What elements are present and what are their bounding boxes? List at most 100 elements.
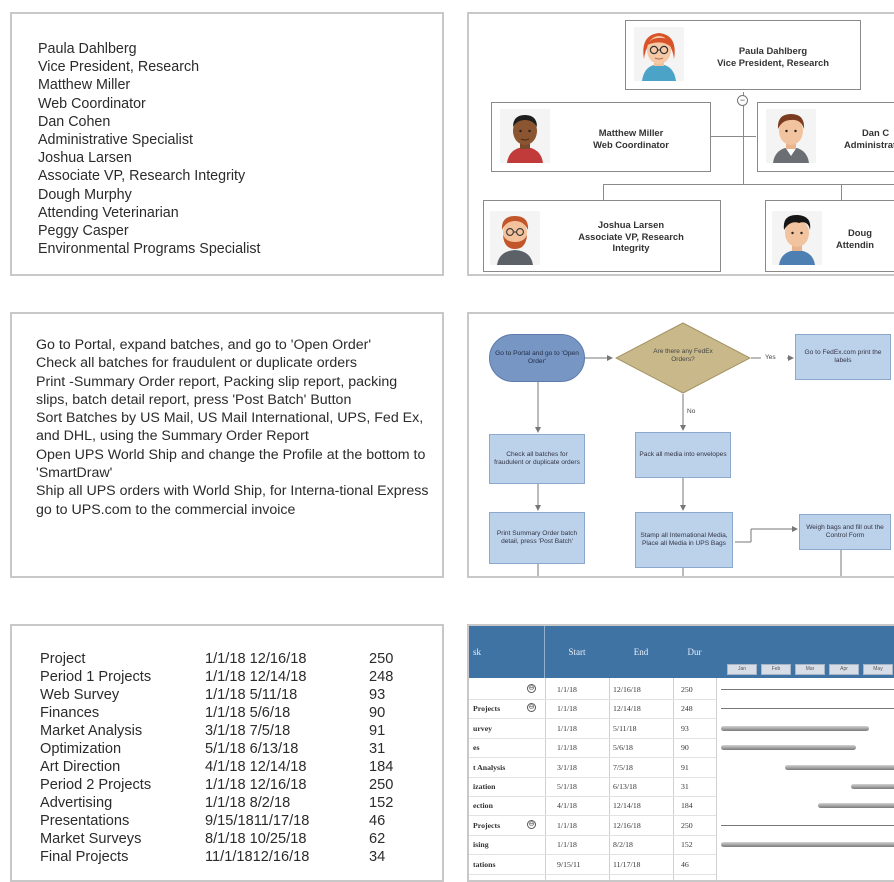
- project-duration-cell: 93: [369, 687, 386, 703]
- gantt-task-name: urvey: [473, 723, 493, 733]
- project-dates-cell: 9/15/1811/17/18: [205, 813, 310, 829]
- project-dates-cell: 1/1/18 5/11/18: [205, 687, 298, 703]
- org-title: Web Coordinator: [593, 138, 669, 150]
- process-step: Print -Summary Order report, Packing sli…: [36, 373, 398, 408]
- project-dates-cell: 1/1/18 12/14/18: [205, 669, 307, 685]
- flow-start-node[interactable]: Go to Portal and go to 'Open Order': [489, 334, 585, 382]
- gantt-scale-cell: Apr: [829, 664, 859, 675]
- collapse-toggle-icon[interactable]: ⊖: [527, 684, 536, 693]
- project-dates-cell: 11/1/1812/16/18: [205, 849, 310, 865]
- collapse-toggle-icon[interactable]: ⊖: [527, 819, 536, 829]
- org-title: Associate VP, Research: [578, 230, 684, 242]
- flow-weigh-node[interactable]: Weigh bags and fill out the Control Form: [799, 514, 891, 550]
- gantt-scale-cell: Mar: [795, 664, 825, 675]
- gantt-start: 4/1/18: [557, 801, 577, 811]
- connector-line: [603, 184, 604, 202]
- org-node-top[interactable]: Paula Dahlberg Vice President, Research: [625, 20, 861, 90]
- person-title: Web Coordinator: [38, 95, 146, 112]
- flow-check-node[interactable]: Check all batches for fraudulent or dupl…: [489, 434, 585, 484]
- gantt-bar[interactable]: [721, 745, 856, 751]
- flow-pack-node[interactable]: Pack all media into envelopes: [635, 432, 731, 478]
- org-title: Attendin: [836, 238, 875, 250]
- org-node-joshua[interactable]: Joshua Larsen Associate VP, Research Int…: [483, 200, 721, 272]
- gantt-end: 5/6/18: [613, 743, 633, 753]
- flow-fedex-node[interactable]: Go to FedEx.com print the labels: [795, 334, 891, 380]
- project-name-cell: Web Survey: [40, 687, 120, 703]
- gantt-end: 12/14/18: [613, 704, 641, 714]
- gantt-start: 1/1/18: [557, 704, 577, 714]
- project-duration-cell: 184: [369, 759, 394, 775]
- gantt-header-task: sk: [469, 626, 545, 678]
- gantt-start: 5/1/18: [557, 782, 577, 791]
- project-dates-cell: 1/1/18 5/6/18: [205, 705, 291, 721]
- gantt-start: 1/1/18: [557, 820, 577, 830]
- project-dates-cell: 5/1/18 6/13/18: [205, 741, 299, 757]
- org-title: Administrat: [844, 138, 894, 150]
- gantt-bar[interactable]: [784, 764, 894, 770]
- flow-decision-node[interactable]: [615, 322, 751, 394]
- gantt-summary-line[interactable]: [721, 708, 894, 710]
- project-dates-cell: 1/1/18 12/16/18: [205, 777, 307, 793]
- gantt-duration: 91: [681, 762, 689, 772]
- project-name-cell: Period 1 Projects: [40, 669, 152, 685]
- collapse-icon[interactable]: −: [737, 95, 748, 106]
- gantt-bar[interactable]: [850, 784, 894, 789]
- person-name: Dough Murphy: [38, 186, 132, 203]
- man-avatar-icon: [766, 109, 816, 163]
- flowchart-panel: Go to Portal and go to 'Open Order' Are …: [467, 312, 894, 578]
- connector-line: [603, 184, 894, 185]
- flow-yes-label: Yes: [765, 354, 776, 361]
- gantt-duration: 250: [681, 820, 693, 830]
- org-node-doug[interactable]: Doug Attendin: [765, 200, 894, 272]
- gantt-duration: 93: [681, 723, 689, 733]
- org-node-matthew[interactable]: Matthew Miller Web Coordinator: [491, 102, 711, 172]
- project-name-cell: Project: [40, 651, 86, 667]
- gantt-task-name: ection: [473, 801, 493, 811]
- project-duration-cell: 91: [369, 723, 386, 739]
- org-name: Dan C: [862, 127, 890, 138]
- gantt-bar[interactable]: [721, 725, 869, 731]
- collapse-toggle-icon[interactable]: ⊖: [527, 703, 536, 713]
- gantt-scale-cell: Feb: [761, 664, 791, 675]
- flow-print-node[interactable]: Print Summary Order batch detail, press …: [489, 512, 585, 564]
- project-dates-cell: 8/1/18 10/25/18: [205, 831, 307, 847]
- gantt-bar[interactable]: [818, 803, 894, 809]
- project-name-cell: Finances: [40, 705, 100, 721]
- gantt-end: 12/16/18: [613, 820, 641, 830]
- process-step: Check all batches for fraudulent or dupl…: [36, 355, 357, 372]
- gantt-duration: 46: [681, 859, 689, 869]
- org-title: Vice President, Research: [717, 56, 829, 68]
- person-name: Matthew Miller: [38, 77, 131, 94]
- gantt-summary-line[interactable]: [721, 689, 894, 690]
- org-node-dan[interactable]: Dan C Administrat: [757, 102, 894, 172]
- flow-no-label: No: [687, 408, 696, 415]
- gantt-header-start: Start: [545, 626, 610, 678]
- connector-line: [841, 184, 842, 202]
- gantt-summary-line[interactable]: [721, 824, 894, 826]
- gantt-start: 3/1/18: [557, 762, 577, 772]
- gantt-bar[interactable]: [721, 842, 894, 848]
- gantt-scale-cell: May: [863, 664, 893, 675]
- flow-stamp-node[interactable]: Stamp all International Media, Place all…: [635, 512, 733, 568]
- process-steps-panel: Go to Portal, expand batches, and go to …: [10, 312, 444, 578]
- table-row: Web Survey 1/1/18 5/11/18 93: [40, 686, 393, 704]
- woman-avatar-icon: [634, 27, 684, 81]
